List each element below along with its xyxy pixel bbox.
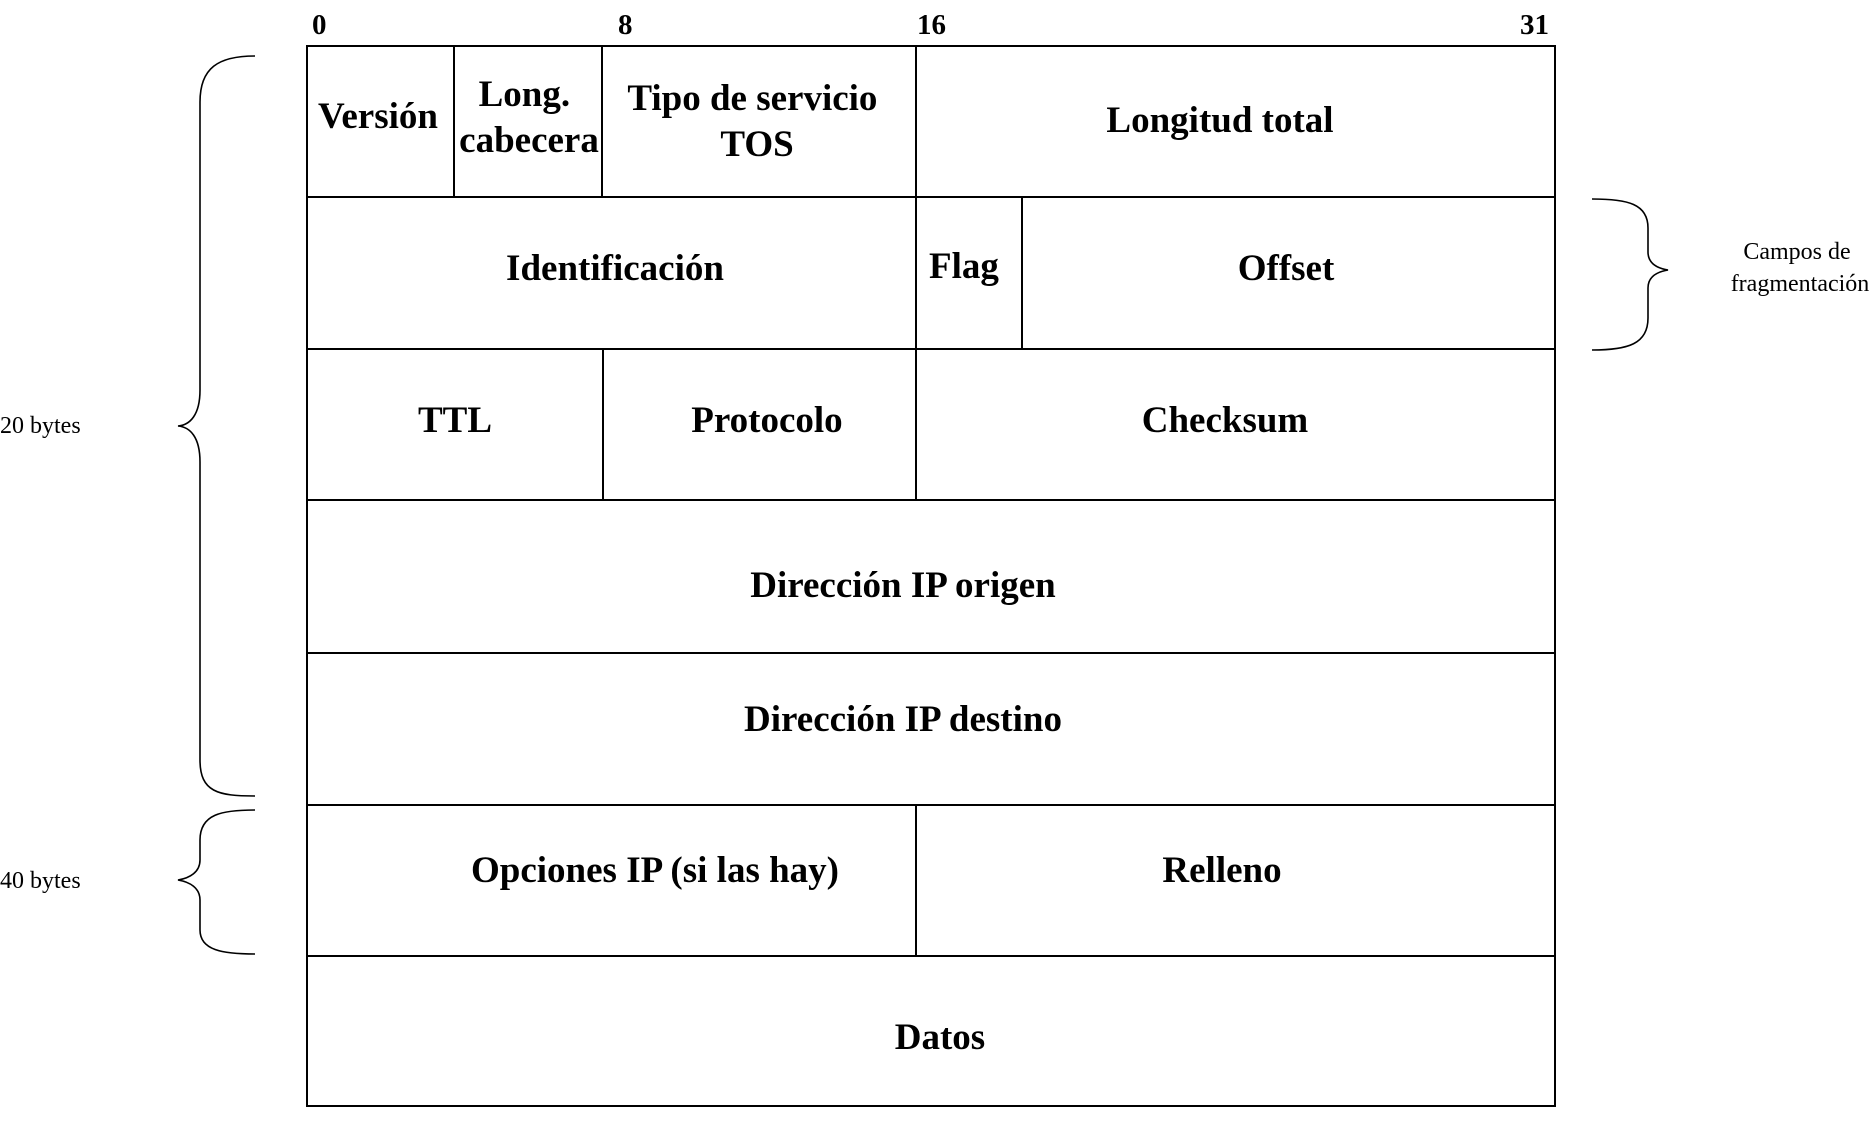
options-size-brace <box>177 809 256 955</box>
options-size-label: 40 bytes <box>0 868 81 894</box>
bit-label-8: 8 <box>618 9 633 41</box>
field-offset: Offset <box>1238 248 1335 289</box>
field-destination-ip: Dirección IP destino <box>744 699 1062 740</box>
field-protocol: Protocolo <box>691 400 842 441</box>
field-tos: Tipo de servicio TOS <box>627 78 886 165</box>
fragmentation-label-line2: fragmentación <box>1731 271 1870 297</box>
fragmentation-label: Campos de fragmentación <box>1731 239 1870 297</box>
field-header-length-line2: cabecera <box>459 120 599 161</box>
field-source-ip: Dirección IP origen <box>750 565 1056 606</box>
field-ttl: TTL <box>418 400 492 441</box>
field-total-length: Longitud total <box>1106 100 1333 141</box>
fragmentation-brace <box>1591 198 1669 351</box>
header-size-label: 20 bytes <box>0 413 81 439</box>
bit-label-16: 16 <box>917 9 946 41</box>
header-size-brace <box>177 55 256 797</box>
field-header-length-line1: Long. <box>479 74 571 115</box>
field-flag: Flag <box>929 246 999 287</box>
field-tos-line2: TOS <box>720 124 793 165</box>
field-header-length: Long. cabecera <box>459 74 599 161</box>
fragmentation-label-line1: Campos de <box>1743 239 1850 265</box>
field-identification: Identificación <box>506 248 724 289</box>
bit-label-0: 0 <box>312 9 327 41</box>
field-ip-options: Opciones IP (si las hay) <box>471 850 839 891</box>
header-frame <box>306 45 1556 1107</box>
field-version: Versión <box>318 96 438 137</box>
field-padding: Relleno <box>1162 850 1281 891</box>
field-checksum: Checksum <box>1142 400 1309 441</box>
field-tos-line1: Tipo de servicio <box>627 78 877 119</box>
bit-label-31: 31 <box>1520 9 1549 41</box>
field-data: Datos <box>895 1017 985 1058</box>
